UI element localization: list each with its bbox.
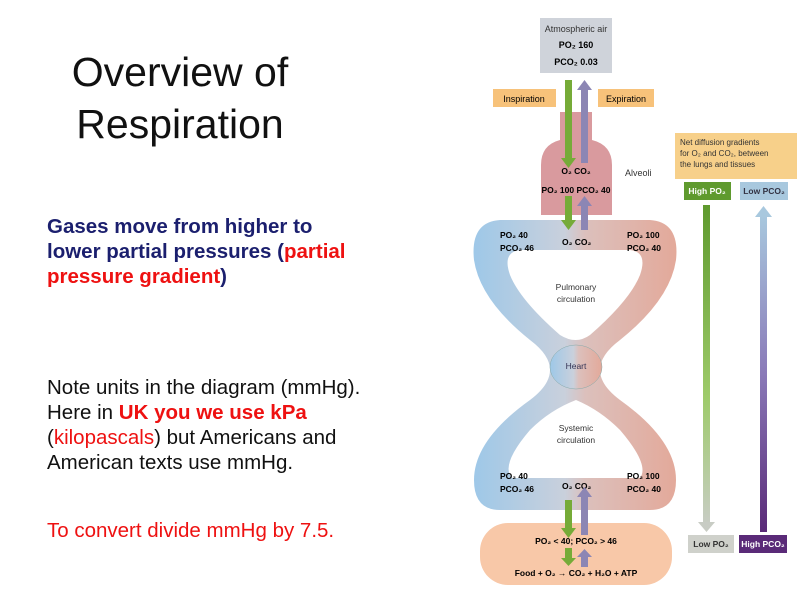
atmos-label: Atmospheric air [545, 24, 608, 34]
heart-shape [549, 344, 603, 390]
text: Here in [47, 401, 119, 424]
tissue-cell [480, 523, 672, 585]
systemic-hole [508, 400, 643, 478]
co2-gradient-arrowhead [755, 206, 772, 217]
text: lower partial pressures ( [47, 240, 284, 263]
highlight: pressure gradient [47, 265, 221, 288]
atmos-po2: PO₂ 160 [559, 40, 594, 50]
text-line: (kilopascals) but Americans and [47, 425, 360, 450]
expiration-box [598, 89, 654, 107]
sys-gases: O₂ CO₂ [562, 481, 592, 491]
gradient-note-box [675, 133, 797, 179]
co2-arrows [577, 80, 592, 567]
heart-label: Heart [566, 361, 587, 371]
atmospheric-air-box [540, 18, 612, 73]
low-po2-box [688, 535, 734, 553]
high-pco2-label: High PCO₂ [741, 539, 785, 549]
low-pco2-box [740, 182, 788, 200]
text-line: American texts use mmHg. [47, 451, 294, 474]
pulmonary-label: circulation [557, 294, 596, 304]
alveoli-gases: O₂ CO₂ [561, 166, 591, 176]
high-pco2-box [739, 535, 787, 553]
expiration-label: Expiration [606, 94, 646, 104]
conversion-note: To convert divide mmHg by 7.5. [47, 519, 335, 542]
alveoli-label: Alveoli [625, 168, 652, 178]
inspiration-label: Inspiration [503, 94, 545, 104]
pulmonary-hole [507, 250, 643, 340]
text: ) but Americans and [154, 426, 337, 449]
tissue-equation: Food + O₂ → CO₂ + H₂O + ATP [515, 568, 638, 578]
pulm-right-po2: PO₂ 100 [627, 230, 660, 240]
sys-left-pco2: PCO₂ 46 [500, 484, 534, 494]
systemic-label: Systemic [559, 423, 594, 433]
highlight: UK you we use kPa [118, 401, 307, 424]
inspiration-box [493, 89, 556, 107]
units-paragraph: Note units in the diagram (mmHg). Here i… [47, 375, 360, 475]
note-line: Net diffusion gradients [680, 138, 759, 147]
sys-left-po2: PO₂ 40 [500, 471, 528, 481]
pulm-gases: O₂ CO₂ [562, 237, 592, 247]
note-line: for O₂ and CO₂, between [680, 149, 768, 158]
text-line: Note units in the diagram (mmHg). [47, 376, 361, 399]
o2-gradient-bar [703, 205, 710, 525]
tissue-values: PO₂ < 40; PCO₂ > 46 [535, 536, 617, 546]
text: ) [220, 265, 227, 288]
sys-right-pco2: PCO₂ 40 [627, 484, 661, 494]
note-line: the lungs and tissues [680, 160, 755, 169]
alveoli-shape [541, 112, 612, 215]
highlight: kilopascals [53, 426, 155, 449]
atmos-pco2: PCO₂ 0.03 [554, 57, 598, 67]
sys-right-po2: PO₂ 100 [627, 471, 660, 481]
pulm-left-pco2: PCO₂ 46 [500, 243, 534, 253]
slide-title: Overview of Respiration [30, 46, 330, 150]
high-po2-box [684, 182, 731, 200]
title-line-2: Respiration [76, 101, 284, 147]
title-line-1: Overview of [71, 49, 289, 95]
low-pco2-label: Low PCO₂ [743, 186, 785, 196]
systemic-label: circulation [557, 435, 596, 445]
text-line: Gases move from higher to [47, 215, 313, 238]
pulmonary-label: Pulmonary [556, 282, 597, 292]
text: ( [47, 426, 54, 449]
text-line: Here in UK you we use kPa [47, 400, 360, 425]
highlight: partial [283, 240, 346, 263]
low-po2-label: Low PO₂ [693, 539, 729, 549]
gradient-paragraph: Gases move from higher to lower partial … [47, 214, 346, 289]
high-po2-label: High PO₂ [688, 186, 726, 196]
pulm-right-pco2: PCO₂ 40 [627, 243, 661, 253]
alveoli-values: PO₂ 100 PCO₂ 40 [542, 185, 611, 195]
text-line: lower partial pressures (partial [47, 239, 346, 264]
o2-gradient-arrowhead [698, 522, 715, 532]
o2-arrows [561, 80, 576, 566]
pulm-left-po2: PO₂ 40 [500, 230, 528, 240]
text-line: pressure gradient) [47, 264, 346, 289]
co2-gradient-bar [760, 215, 767, 532]
